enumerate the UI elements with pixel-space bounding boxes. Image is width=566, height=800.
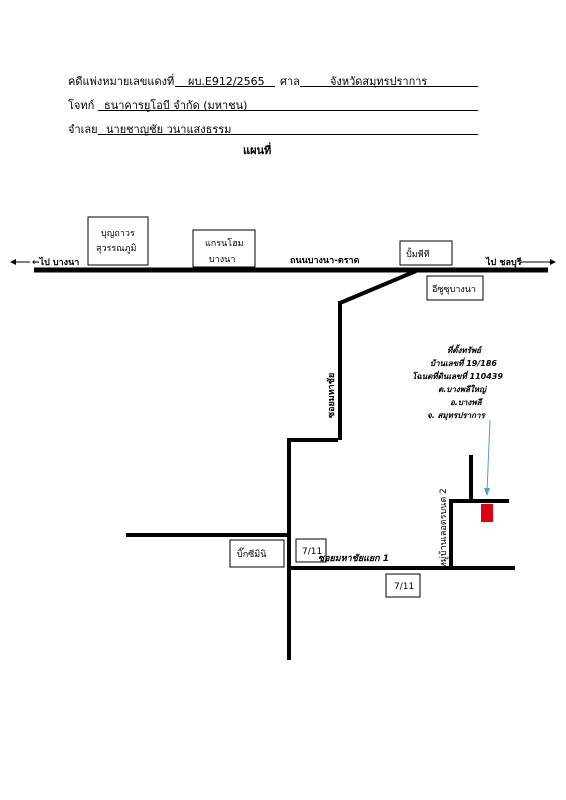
property-line3: โฉนดที่ดินเลขที่ 110439 — [412, 370, 503, 381]
grand-home-line2: บางนา — [209, 255, 235, 265]
property-line2: บ้านเลขที่ 19/186 — [430, 357, 497, 368]
gas-station-box — [399, 240, 453, 266]
gas-station-label: ปั้มพีที — [406, 247, 430, 260]
case-number-value: ผบ.E912/2565 — [188, 75, 265, 88]
plaintiff-underline — [98, 110, 478, 111]
defendant-label: จำเลย — [68, 123, 98, 136]
property-marker — [481, 504, 493, 522]
soi-branch-label: ซอยมหาชัยแยก 1 — [318, 553, 389, 564]
grand-home-line1: แกรนโฮม — [205, 238, 244, 249]
property-pointer — [486, 419, 491, 493]
boonthavorn-line2: สุวรรณภูมิ — [96, 243, 136, 254]
small-soi-label: หมู่บ้านเลอตรบนด 2 — [438, 488, 449, 568]
arrow-left-label: ←ไป บางนา — [32, 256, 79, 268]
bigc-mini-box — [229, 539, 285, 568]
property-line6: จ. สมุทรปราการ — [427, 411, 486, 421]
left-arrow-head — [10, 259, 16, 265]
seven-eleven-1-box — [295, 538, 327, 563]
bigc-mini-label: บิ๊กซีมินิ — [237, 547, 266, 560]
court-underline — [300, 86, 478, 87]
right-arrow-head — [550, 259, 556, 265]
soi-mahachai-label: ซอยมหาชัย — [326, 373, 337, 418]
seven-eleven-1-label: 7/11 — [302, 547, 322, 557]
case-number-row: คดีแพ่งหมายเลขแดงที่ — [68, 72, 174, 90]
defendant-name: นายชาญชัย วนาแสงธรรม — [106, 123, 232, 136]
plaintiff-label: โจทก์ — [68, 99, 95, 112]
court-label: ศาล — [280, 75, 300, 88]
property-line1: ที่ตั้งทรัพย์ — [447, 344, 483, 355]
court-name: จังหวัดสมุทรปราการ — [330, 75, 428, 88]
boonthavorn-box — [87, 216, 149, 266]
case-label: คดีแพ่งหมายเลขแดงที่ — [68, 75, 175, 88]
diagonal-road — [339, 269, 417, 305]
case-underline — [175, 86, 275, 87]
boonthavorn-line1: บุญถาวร — [101, 229, 135, 239]
seven-eleven-2-label: 7/11 — [394, 582, 414, 592]
seven-eleven-2-box — [385, 573, 421, 598]
main-road-label: ถนนบางนา-ตราด — [290, 256, 360, 266]
arrow-right-label: ไป ชลบุรี — [485, 256, 522, 268]
isuzu-label: อีซูซุบางนา — [432, 284, 476, 295]
defendant-underline — [98, 134, 478, 135]
property-pointer-head — [484, 488, 490, 496]
plaintiff-name: ธนาคารยูโอบี จำกัด (มหาชน) — [104, 99, 248, 112]
property-line5: อ.บางพลี — [450, 398, 483, 407]
isuzu-box — [426, 275, 484, 301]
property-line4: ต.บางพลีใหญ่ — [438, 384, 488, 394]
grand-home-box — [192, 229, 256, 268]
map-title: แผนที่ — [243, 144, 272, 157]
